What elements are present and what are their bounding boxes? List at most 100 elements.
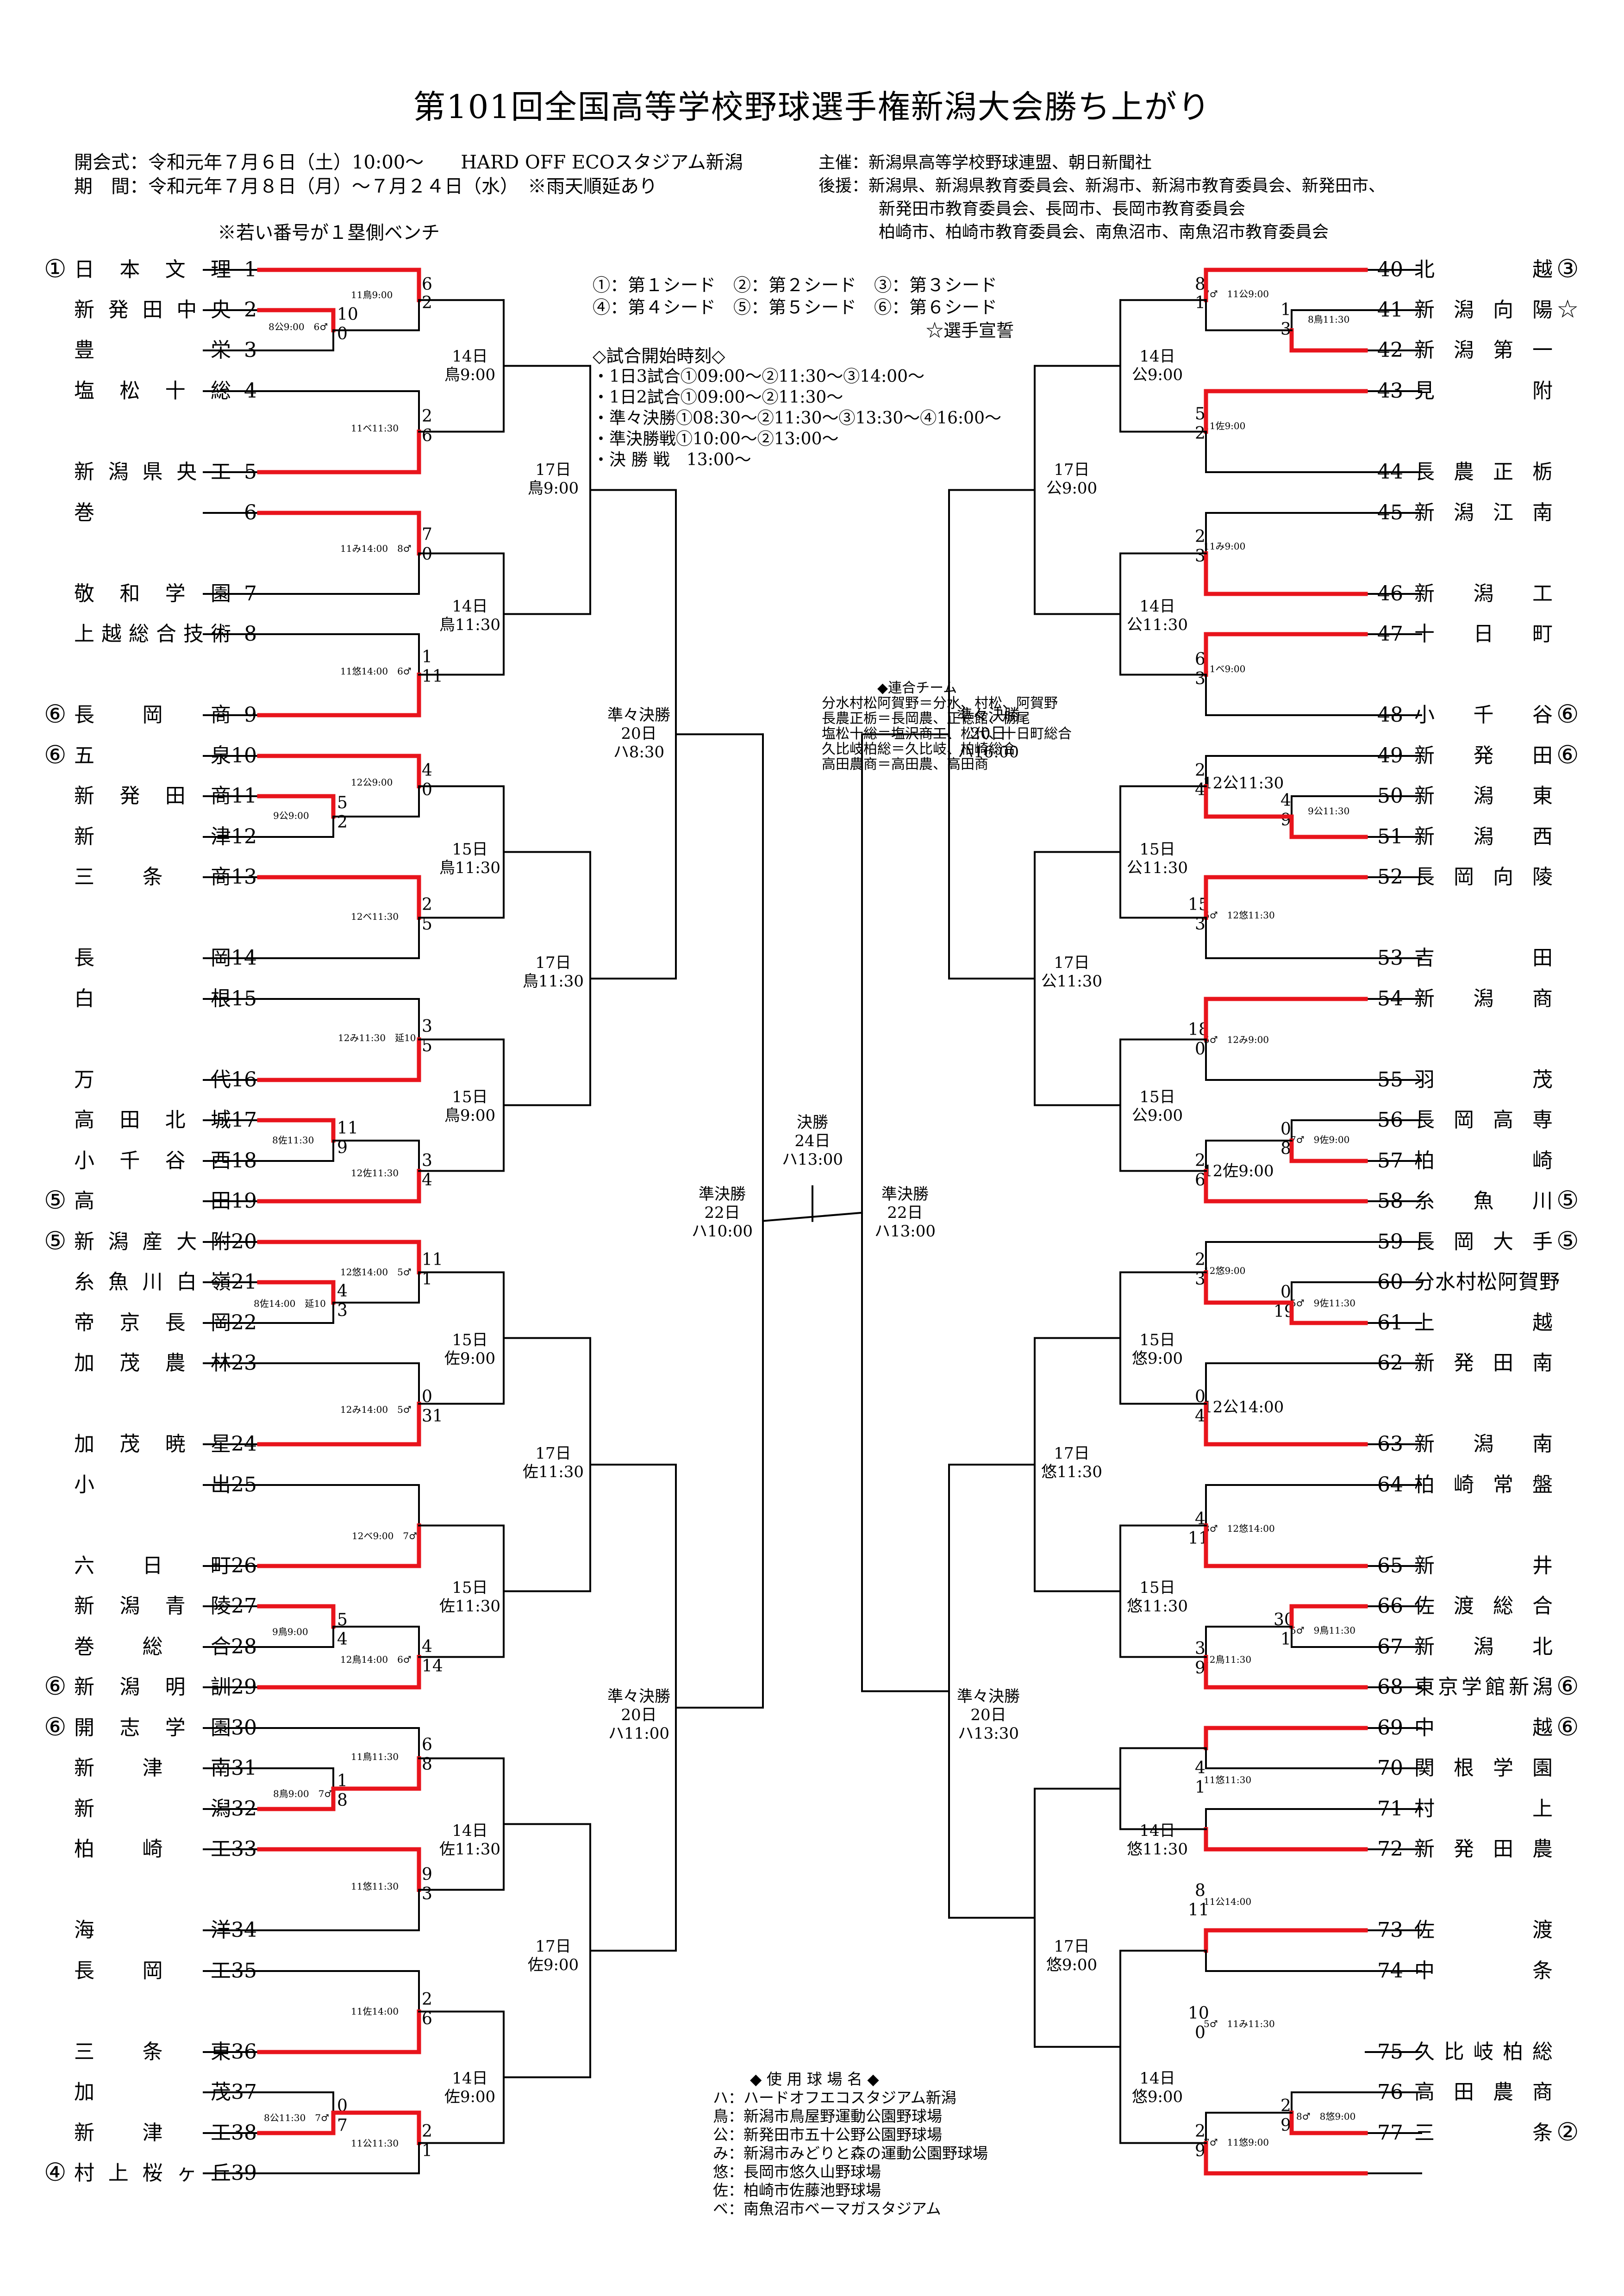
round-info: 14日佐11:30: [439, 1822, 500, 1859]
time-line-5: ・決 勝 戦 13:00～: [593, 450, 751, 469]
score-label: 5: [337, 793, 348, 812]
team-name: 羽茂: [1414, 1068, 1553, 1092]
team-name: 新潟商: [1414, 987, 1553, 1011]
round-info-line: 17日: [535, 461, 571, 479]
game-info-label: 8♂ 12悠14:00: [1204, 1523, 1275, 1534]
score-label: 2: [1195, 527, 1206, 546]
score-label: 3: [1195, 1639, 1206, 1658]
team-name: 新発田南: [1414, 1351, 1553, 1375]
round-info-line: 鳥11:30: [439, 616, 500, 634]
round-info-line: 鳥9:00: [444, 366, 496, 384]
score-label: 1: [1195, 1778, 1206, 1797]
seed-mark: ⑤: [44, 1226, 67, 1255]
round-info-line: 24日: [794, 1132, 831, 1150]
team-name: 長農正栃: [1414, 460, 1553, 484]
game-info-label: 8♂ 8悠9:00: [1296, 2111, 1356, 2122]
score-label: 1: [1280, 300, 1291, 319]
game-info-label: 9公11:30: [1308, 805, 1350, 817]
round-info-line: 20日: [970, 724, 1006, 743]
score-label: 1: [422, 2141, 432, 2160]
score-label: 2: [337, 813, 348, 832]
round-info-line: 17日: [535, 1937, 571, 1956]
seed-mark: ⑥: [1556, 699, 1579, 729]
round-info-line: 17日: [535, 1444, 571, 1463]
round-info: 14日鳥11:30: [439, 597, 500, 634]
round-info: 14日佐9:00: [444, 2069, 495, 2106]
score-label: 2: [1195, 761, 1206, 780]
score-label: 3: [422, 1151, 432, 1170]
seed-mark: ③: [1556, 254, 1579, 283]
game-info-label: 12み14:00 5♂: [340, 1404, 412, 1415]
round-info-line: 佐9:00: [444, 1349, 496, 1368]
oath-legend: ☆選手宣誓: [926, 320, 1014, 341]
page-title: 第101回全国高等学校野球選手権新潟大会勝ち上がり: [413, 88, 1211, 126]
game-info-label: 12悠9:00: [1204, 1265, 1246, 1276]
team-name: 東京学館新潟: [1414, 1675, 1553, 1699]
round-info-line: 15日: [452, 1088, 488, 1106]
score-label: 2: [422, 2122, 432, 2141]
game-info-label: 11公14:00: [1204, 1896, 1252, 1907]
round-info-line: 悠11:30: [1127, 1840, 1188, 1859]
team-name: 北越: [1414, 258, 1553, 281]
score-label: 3: [337, 1301, 348, 1320]
score-label: 4: [337, 1282, 348, 1301]
score-label: 6: [422, 2009, 432, 2028]
sponsors-line-1: 後援：新潟県、新潟県教育委員会、新潟市、新潟市教育委員会、新発田市、: [818, 176, 1386, 195]
venue-line: 公：新発田市五十公野公園野球場: [713, 2126, 942, 2144]
team-name: 村上: [1414, 1797, 1553, 1821]
joint-team-line: 高田農商＝高田農、高田商: [822, 756, 988, 773]
team-name: 高田農商: [1414, 2080, 1553, 2104]
score-label: 5: [337, 1610, 348, 1629]
team-name: 長岡大手: [1414, 1230, 1553, 1254]
joint-teams-heading: ◆連合チーム: [877, 680, 957, 696]
score-label: 9: [337, 1138, 348, 1157]
score-label: 2: [1195, 424, 1206, 443]
game-info-label: 11悠11:30: [351, 1881, 399, 1892]
round-info-line: 準々決勝: [957, 1687, 1020, 1706]
round-info-line: 鳥9:00: [444, 1106, 496, 1125]
round-info-line: 悠9:00: [1131, 2088, 1183, 2106]
score-label: 31: [422, 1407, 443, 1426]
game-info-label: 12ベ9:00 7♂: [352, 1530, 418, 1541]
game-info-label: 8公9:00 6♂: [269, 321, 328, 332]
seed-mark: ①: [44, 254, 67, 283]
round-info-line: 鳥11:30: [439, 859, 500, 877]
score-label: 4: [422, 1637, 432, 1656]
score-label: 2: [1280, 2096, 1291, 2115]
round-info: 14日公11:30: [1127, 597, 1188, 634]
game-info-label: 11み9:00: [1204, 541, 1246, 552]
team-name: 十日町: [1414, 622, 1553, 646]
round-info-line: 佐11:30: [523, 1463, 584, 1481]
round-info-line: ハ13:00: [782, 1150, 843, 1169]
game-info-label: 5♂ 9鳥11:30: [1290, 1625, 1356, 1636]
score-label: 8: [1280, 1139, 1291, 1158]
round-info-line: 準々決勝: [957, 706, 1020, 724]
round-info: 15日公9:00: [1132, 1088, 1183, 1125]
score-label: 9: [1195, 2141, 1206, 2160]
opening-ceremony-info: 開会式：令和元年７月６日（土）10:00～ HARD OFF ECOスタジアム新…: [74, 152, 743, 173]
round-info: 15日佐9:00: [444, 1331, 495, 1368]
score-label: 8: [1195, 1881, 1206, 1900]
round-info-line: 準決勝: [698, 1185, 746, 1204]
team-name: 柏崎常盤: [1414, 1473, 1553, 1497]
seed-legend-1: ①：第１シード ②：第２シード ③：第３シード: [593, 275, 998, 295]
time-line-3: ・準々決勝①08:30～②11:30～③13:30～④16:00～: [593, 409, 1001, 428]
score-label: 6: [422, 275, 432, 294]
time-line-4: ・準決勝戦①10:00～②13:00～: [593, 430, 839, 449]
round-info: 17日公9:00: [1046, 461, 1097, 498]
game-info-label: 5♂ 11み11:30: [1204, 2018, 1275, 2029]
round-info-line: 15日: [1139, 840, 1175, 859]
game-info-label: 11み14:00 8♂: [340, 543, 412, 554]
score-label: 0: [1195, 1387, 1206, 1406]
score-label: 11: [422, 667, 443, 686]
game-info-label: 12鳥11:30: [1204, 1654, 1252, 1665]
score-label: 1: [1280, 1630, 1291, 1649]
